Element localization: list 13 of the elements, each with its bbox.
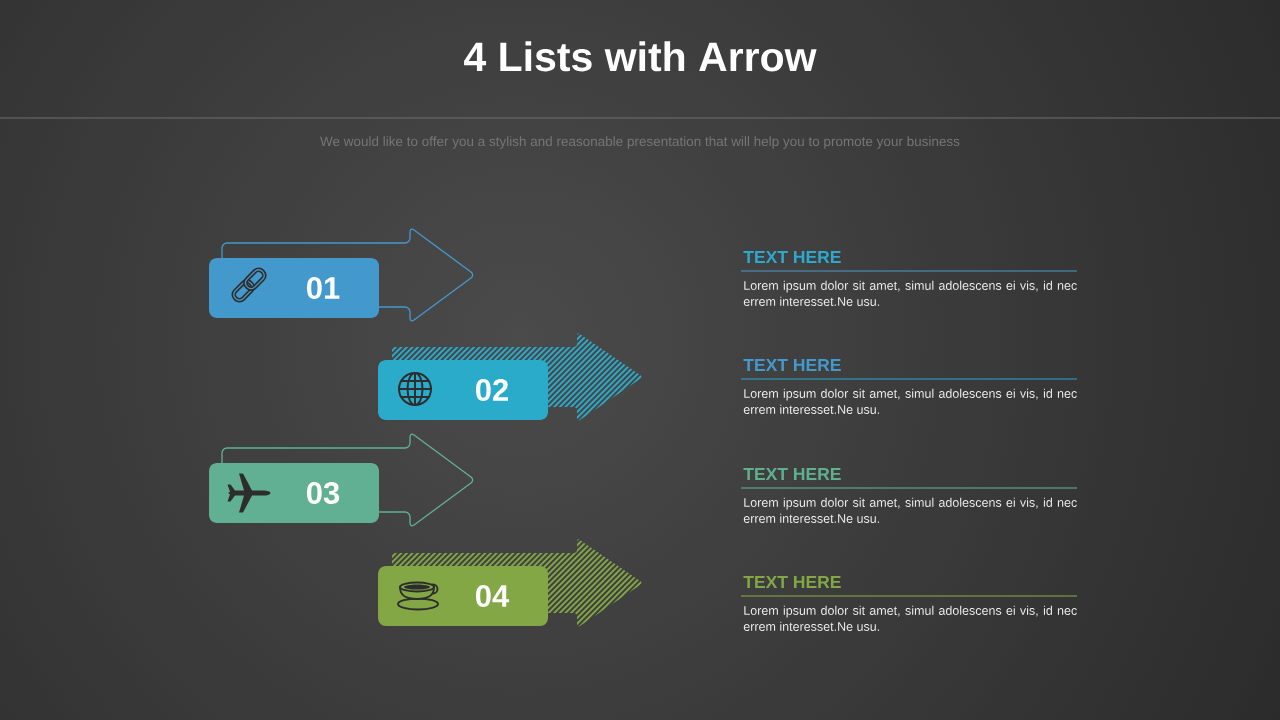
body-text: Lorem ipsum dolor sit amet, simul adolescens ei vis, id nec errem interesset.Ne usu. <box>743 388 1077 414</box>
number-box: 03 <box>209 463 379 523</box>
body-text: Lorem ipsum dolor sit amet, simul adolescens ei vis, id nec errem interesset.Ne usu. <box>743 605 1077 631</box>
heading: TEXT HERE <box>743 467 841 480</box>
heading: TEXT HERE <box>743 358 841 371</box>
title: 4 Lists with Arrow <box>464 41 817 72</box>
body-text: Lorem ipsum dolor sit amet, simul adolescens ei vis, id nec errem interesset.Ne usu. <box>743 497 1077 523</box>
number-box: 02 <box>378 360 548 420</box>
body-text: Lorem ipsum dolor sit amet, simul adolescens ei vis, id nec errem interesset.Ne usu. <box>743 280 1077 306</box>
heading: TEXT HERE <box>743 250 841 263</box>
number-box: 04 <box>378 566 548 626</box>
heading: TEXT HERE <box>743 575 841 588</box>
number-box: 01 <box>209 258 379 318</box>
